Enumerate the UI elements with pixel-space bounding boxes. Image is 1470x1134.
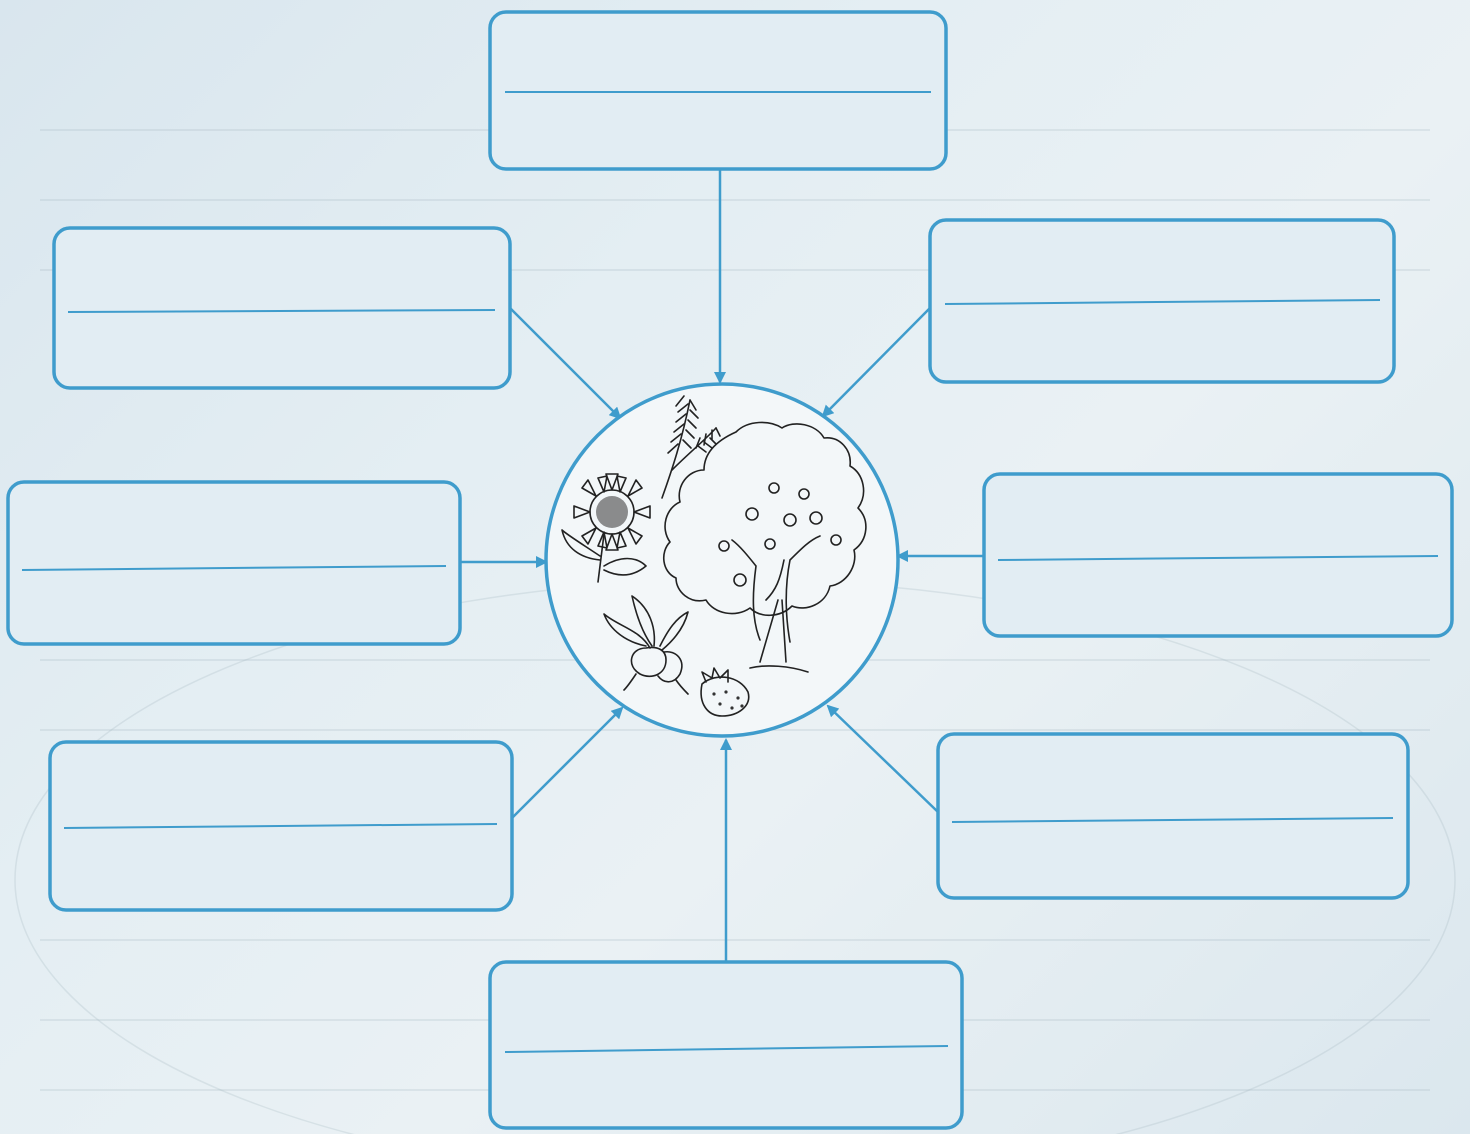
arrow-lower-left <box>512 708 622 818</box>
arrow-lower-right <box>828 706 938 812</box>
arrow-upper-right <box>823 308 930 416</box>
box-bottom[interactable] <box>490 962 962 1128</box>
center-hub <box>546 384 898 736</box>
box-lower-right[interactable] <box>938 734 1408 898</box>
box-top[interactable] <box>490 12 946 169</box>
box-lower-left[interactable] <box>50 742 512 910</box>
box-middle-left[interactable] <box>8 482 460 644</box>
box-upper-left[interactable] <box>54 228 510 388</box>
box-middle-right[interactable] <box>984 474 1452 636</box>
box-upper-right[interactable] <box>930 220 1394 382</box>
arrow-upper-left <box>510 308 620 418</box>
